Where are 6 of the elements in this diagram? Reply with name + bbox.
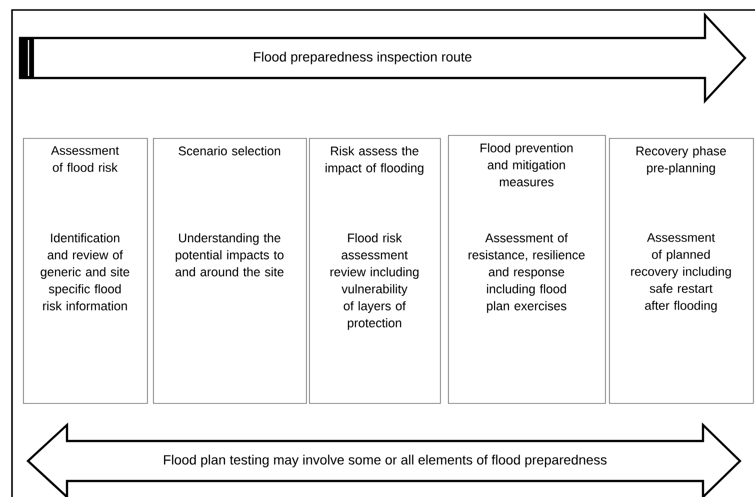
stage-box: Assessment of flood risk Identification and review of generic and site specific flood risk information <box>23 138 148 404</box>
arrow-banner: Flood preparedness inspection route <box>18 12 746 104</box>
stage-box: Scenario selection Understanding the potential impacts to and around the site <box>153 138 307 404</box>
stage-box: Recovery phase pre-planning Assessment of planned recovery including safe restart after flooding <box>609 138 754 404</box>
stage-box: Risk assess the impact of flooding Flood risk assessment review including vulnerability of layers of protection <box>309 138 441 404</box>
stage-box: Flood prevention and mitigation measures Assessment of resistance, resilience and response including flood plan exercises <box>448 135 606 404</box>
